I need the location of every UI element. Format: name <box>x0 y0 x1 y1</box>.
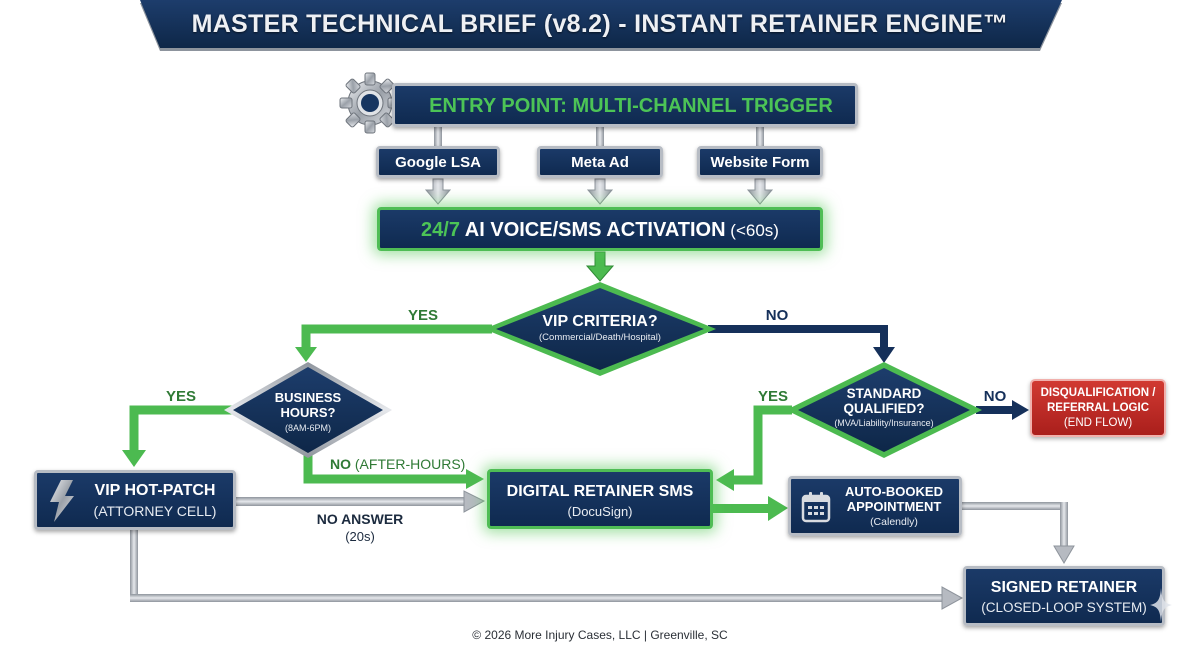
business-no-label: NO (AFTER-HOURS) <box>330 456 465 472</box>
booked-to-signed-path <box>962 502 1075 564</box>
channel-google-lsa: Google LSA <box>376 146 500 178</box>
activation-text: AI VOICE/SMS ACTIVATION <box>459 219 726 241</box>
channel-meta-ad: Meta Ad <box>537 146 663 178</box>
disqualification-box: DISQUALIFICATION / REFERRAL LOGIC (END F… <box>1030 379 1166 437</box>
standard-yes-path <box>716 405 792 491</box>
disqualification-line1: DISQUALIFICATION / <box>1040 387 1156 399</box>
business-yes-path <box>122 405 232 467</box>
signed-retainer-title: SIGNED RETAINER <box>990 579 1138 596</box>
title-banner <box>140 0 1062 51</box>
digital-retainer-subtitle: (DocuSign) <box>567 504 633 519</box>
vip-yes-path <box>295 324 492 362</box>
channel-arrows <box>424 178 774 205</box>
vip-criteria-subtitle: (Commercial/Death/Hospital) <box>539 332 661 343</box>
no-answer-label: NO ANSWER <box>316 511 404 527</box>
channel-website-form: Website Form <box>697 146 823 178</box>
vip-hotpatch-title: VIP HOT-PATCH <box>94 482 216 499</box>
auto-booked-box: AUTO-BOOKED APPOINTMENT (Calendly) <box>788 476 962 536</box>
activation-highlight: 24/7 <box>421 219 460 241</box>
vip-yes-label: YES <box>407 307 438 324</box>
business-hours-subtitle: (8AM-6PM) <box>284 423 331 433</box>
business-hours-line1: BUSINESS <box>274 390 342 405</box>
digital-retainer-title: DIGITAL RETAINER SMS <box>506 483 694 500</box>
business-hours-line2: HOURS? <box>280 405 336 420</box>
gear-icon <box>339 72 401 134</box>
vip-criteria-title: VIP CRITERIA? <box>542 313 658 330</box>
entry-point-label: ENTRY POINT: MULTI-CHANNEL TRIGGER <box>429 95 833 117</box>
vip-hotpatch-subtitle: (ATTORNEY CELL) <box>93 503 217 519</box>
vip-no-path <box>708 325 895 363</box>
channel-label: Website Form <box>710 154 810 171</box>
activation-to-vip-arrow <box>585 251 615 282</box>
standard-qualified-diamond <box>786 362 982 458</box>
business-yes-label: YES <box>165 388 196 405</box>
retainer-to-booked-arrow <box>713 496 788 521</box>
standard-qualified-subtitle: (MVA/Liability/Insurance) <box>834 418 934 428</box>
standard-no-path <box>976 400 1029 420</box>
disqualification-line2: REFERRAL LOGIC <box>1046 402 1149 414</box>
vip-criteria-diamond <box>484 282 716 376</box>
calendar-icon <box>801 492 831 523</box>
business-no-text: NO <box>330 456 351 472</box>
vip-hotpatch-box: VIP HOT-PATCH (ATTORNEY CELL) <box>34 470 236 530</box>
sparkle-icon <box>1150 588 1172 622</box>
signed-retainer-box: SIGNED RETAINER (CLOSED-LOOP SYSTEM) <box>963 566 1165 626</box>
auto-booked-line1: AUTO-BOOKED <box>845 484 943 499</box>
standard-qualified-line1: STANDARD <box>846 386 922 401</box>
page-title: MASTER TECHNICAL BRIEF (v8.2) - INSTANT … <box>191 10 1009 38</box>
business-no-path <box>303 455 484 489</box>
standard-no-label: NO <box>983 388 1007 405</box>
lightning-icon <box>50 480 74 522</box>
channel-label: Meta Ad <box>571 154 629 171</box>
channel-label: Google LSA <box>395 154 481 171</box>
digital-retainer-box: DIGITAL RETAINER SMS (DocuSign) <box>487 469 713 529</box>
business-no-suffix: (AFTER-HOURS) <box>351 456 466 472</box>
standard-qualified-line2: QUALIFIED? <box>843 401 925 416</box>
auto-booked-line2: APPOINTMENT <box>846 499 942 514</box>
no-answer-sub: (20s) <box>345 529 375 544</box>
ai-activation-label: 24/7 AI VOICE/SMS ACTIVATION (<60s) <box>380 219 820 242</box>
entry-point-box: ENTRY POINT: MULTI-CHANNEL TRIGGER <box>392 83 858 127</box>
signed-retainer-subtitle: (CLOSED-LOOP SYSTEM) <box>981 600 1147 615</box>
activation-suffix: (<60s) <box>725 221 779 240</box>
no-answer-path <box>236 490 486 513</box>
ai-activation-box: 24/7 AI VOICE/SMS ACTIVATION (<60s) <box>377 207 823 251</box>
footer-copyright: © 2026 More Injury Cases, LLC | Greenvil… <box>472 628 728 642</box>
vip-no-label: NO <box>765 307 789 324</box>
entry-connectors <box>434 127 764 149</box>
standard-yes-label: YES <box>757 388 788 405</box>
disqualification-line3: (END FLOW) <box>1063 417 1133 429</box>
auto-booked-subtitle: (Calendly) <box>870 516 918 528</box>
business-hours-diamond <box>224 362 392 458</box>
hotpatch-to-signed-path <box>130 530 964 610</box>
